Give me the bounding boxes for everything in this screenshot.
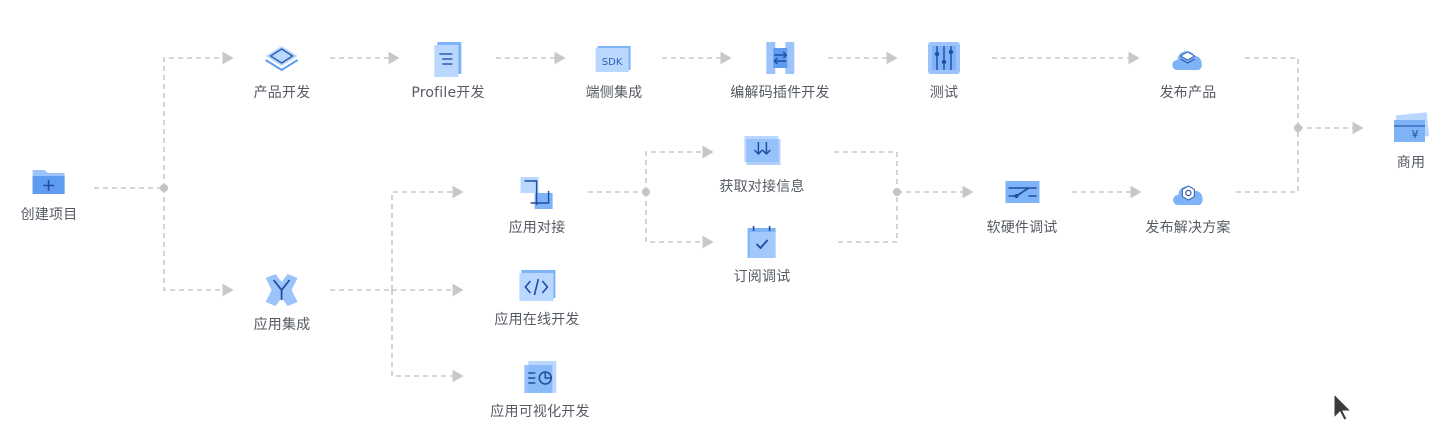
label-subscribe-debug: 订阅调试 — [733, 269, 791, 285]
visual-chart-icon — [524, 361, 556, 393]
label-hw-sw-debug: 软硬件调试 — [986, 220, 1058, 236]
label-profile-dev: Profile开发 — [411, 85, 485, 101]
node-hw-sw-debug[interactable]: 软硬件调试 — [987, 173, 1058, 237]
node-publish-product[interactable]: 发布产品 — [1160, 38, 1217, 102]
connector-appint-docking — [391, 185, 464, 290]
layers-icon — [265, 46, 299, 72]
yen-card-icon: ¥ — [1394, 112, 1430, 142]
mouse-cursor-icon — [1333, 392, 1352, 421]
sdk-text: SDK — [602, 57, 623, 68]
node-product-dev[interactable]: 产品开发 — [254, 38, 311, 102]
label-app-integration: 应用集成 — [253, 317, 311, 333]
label-app-visual-dev: 应用可视化开发 — [490, 404, 590, 420]
connector-split-appintegration — [163, 188, 234, 297]
label-commercial: 商用 — [1396, 155, 1426, 171]
connect-icon — [521, 177, 553, 209]
node-device-integration[interactable]: SDK 端侧集成 — [586, 38, 643, 102]
code-icon — [518, 270, 555, 301]
label-product-dev: 产品开发 — [253, 85, 311, 101]
connector-info-merge — [834, 151, 898, 192]
download-info-icon — [743, 136, 780, 165]
label-test: 测试 — [929, 85, 959, 101]
node-app-integration[interactable]: 应用集成 — [254, 270, 311, 334]
junction-dot — [642, 188, 650, 196]
label-get-docking-info: 获取对接信息 — [719, 179, 805, 195]
connector-solution-merge — [1236, 128, 1299, 193]
integration-icon — [266, 274, 298, 306]
node-publish-solution[interactable]: 发布解决方案 — [1145, 173, 1230, 237]
junction-dot — [893, 188, 901, 196]
label-app-docking: 应用对接 — [508, 220, 566, 236]
sliders-icon — [928, 42, 960, 74]
cloud-layers-icon — [1172, 51, 1203, 70]
document-icon — [434, 42, 461, 77]
label-codec-plugin-dev: 编解码插件开发 — [730, 85, 830, 101]
node-get-docking-info[interactable]: 获取对接信息 — [719, 132, 804, 196]
calendar-check-icon — [748, 226, 776, 258]
node-subscribe-debug[interactable]: 订阅调试 — [734, 222, 791, 286]
label-publish-solution: 发布解决方案 — [1145, 220, 1231, 236]
folder-add-icon — [33, 170, 65, 194]
node-app-visual-dev[interactable]: 应用可视化开发 — [490, 357, 590, 421]
connector-split-product — [163, 51, 234, 188]
connector-docking-info — [645, 145, 714, 192]
node-profile-dev[interactable]: Profile开发 — [411, 38, 484, 102]
label-app-online-dev: 应用在线开发 — [494, 312, 580, 328]
node-commercial[interactable]: ¥ 商用 — [1391, 108, 1431, 172]
node-codec-plugin-dev[interactable]: 编解码插件开发 — [730, 38, 830, 102]
node-app-online-dev[interactable]: 应用在线开发 — [494, 265, 579, 329]
node-create-project[interactable]: 创建项目 — [21, 160, 78, 224]
connector-appint-visual — [391, 290, 464, 383]
connector-docking-subscribe — [645, 192, 714, 249]
codec-icon — [766, 42, 794, 74]
node-app-docking[interactable]: 应用对接 — [509, 173, 566, 237]
label-create-project: 创建项目 — [20, 207, 78, 223]
junction-dot — [160, 184, 168, 192]
connector-publish-merge — [1245, 57, 1299, 128]
junction-dot — [1294, 124, 1302, 132]
switch-debug-icon — [1005, 181, 1039, 203]
yen-text: ¥ — [1412, 128, 1419, 141]
cloud-hex-icon — [1172, 185, 1203, 205]
label-publish-product: 发布产品 — [1159, 85, 1217, 101]
label-device-integration: 端侧集成 — [585, 85, 643, 101]
connector-subscribe-merge — [838, 192, 898, 243]
sdk-icon: SDK — [596, 46, 631, 72]
node-test[interactable]: 测试 — [924, 38, 964, 102]
